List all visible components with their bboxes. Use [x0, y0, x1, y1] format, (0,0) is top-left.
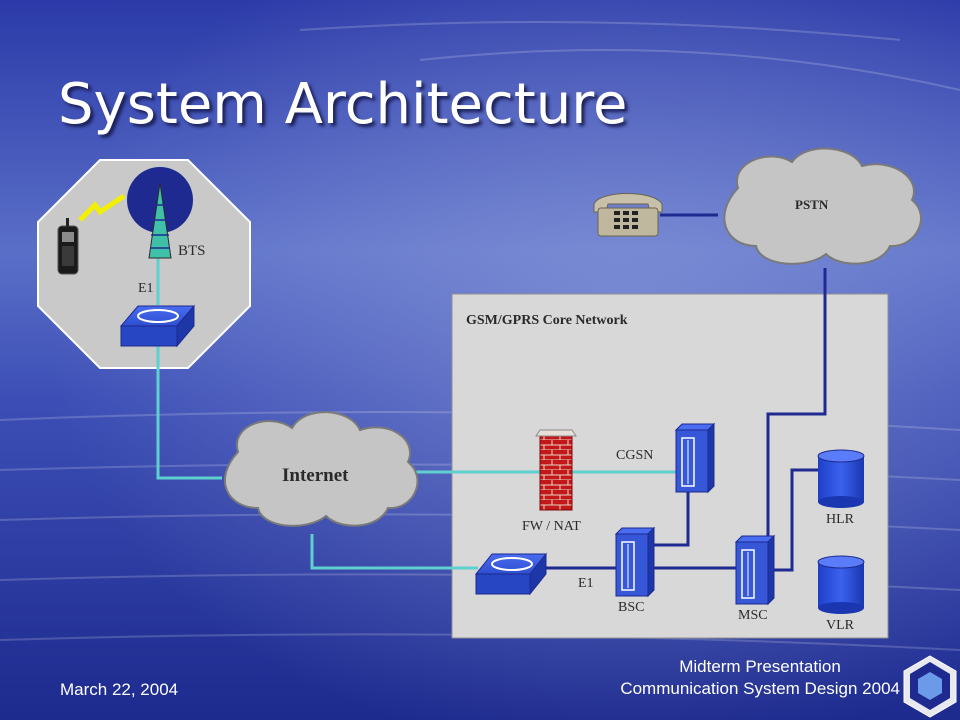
vlr-database-icon [817, 555, 865, 614]
link-msc-hlr-vlr [774, 468, 822, 572]
router-icon-top [119, 304, 196, 348]
msc-label: MSC [738, 608, 768, 623]
mobile-phone-icon [57, 218, 79, 275]
link-router-internet [156, 345, 222, 480]
link-cgsn-bsc [654, 492, 690, 547]
router-icon-bottom [474, 552, 548, 596]
radio-signal-icon [78, 193, 126, 222]
internet-label: Internet [282, 465, 349, 486]
footer-logo-icon [903, 655, 957, 718]
bts-label: BTS [178, 243, 206, 259]
e1-bottom-label: E1 [578, 576, 594, 591]
msc-server-icon [734, 534, 776, 606]
footer-line-1: Midterm Presentation [679, 657, 841, 676]
core-network-label: GSM/GPRS Core Network [466, 313, 628, 328]
pstn-label: PSTN [795, 197, 829, 212]
footer-line-2: Communication System Design 2004 [620, 679, 900, 698]
link-msc-pstn [766, 268, 827, 540]
telephone-icon [593, 193, 663, 237]
fw-nat-label: FW / NAT [522, 519, 581, 534]
slide-title: System Architecture [58, 72, 628, 137]
hlr-label: HLR [826, 512, 854, 527]
pstn-cloud-icon [723, 147, 922, 265]
hlr-database-icon [817, 449, 865, 508]
link-internet-router2 [310, 534, 478, 570]
cgsn-label: CGSN [616, 448, 654, 463]
bts-tower-bars [150, 204, 170, 249]
firewall-icon [535, 429, 577, 511]
footer-info: Midterm Presentation Communication Syste… [500, 656, 900, 700]
footer-date: March 22, 2004 [60, 680, 179, 699]
internet-cloud-icon [223, 411, 419, 527]
e1-top-label: E1 [138, 281, 154, 296]
vlr-label: VLR [826, 618, 854, 633]
bsc-label: BSC [618, 600, 645, 615]
bsc-server-icon [614, 526, 656, 598]
cgsn-server-icon [674, 422, 716, 494]
